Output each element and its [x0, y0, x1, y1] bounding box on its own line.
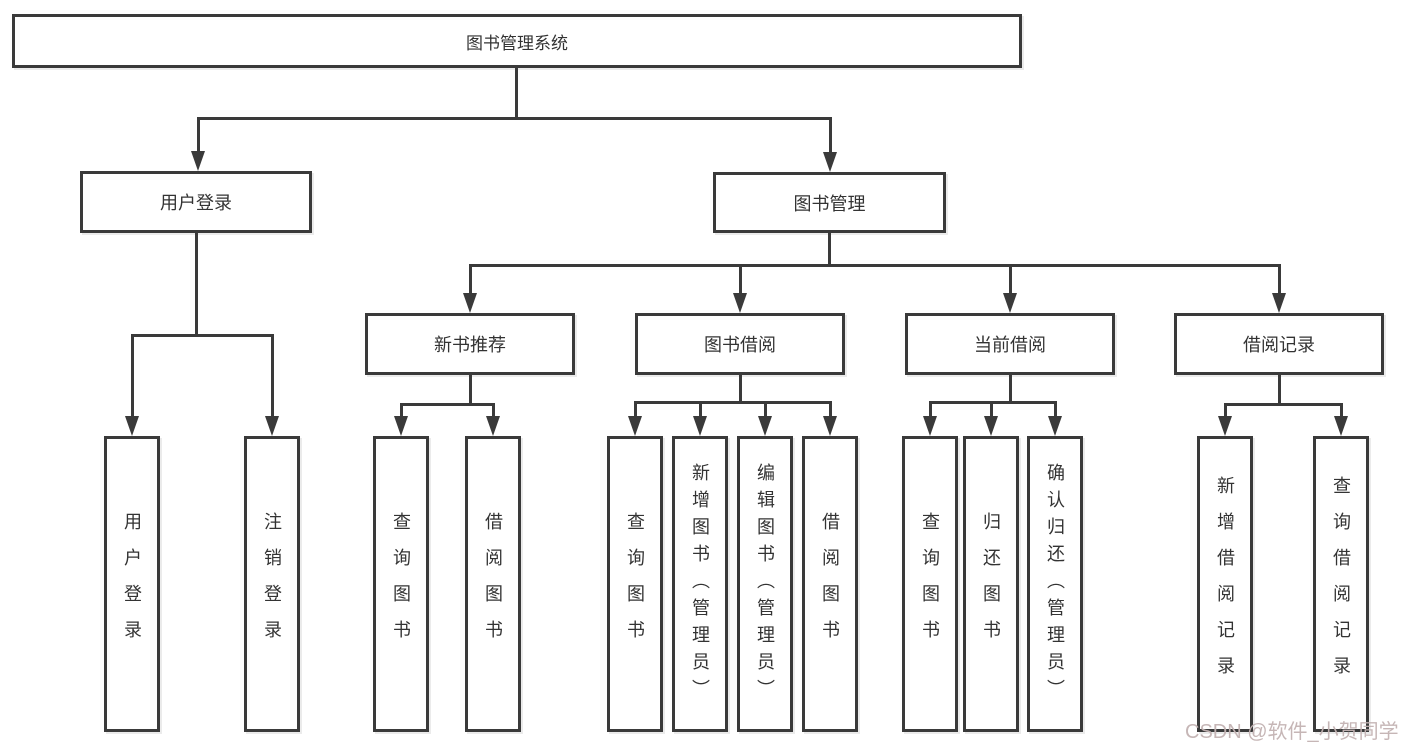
arrowhead-down [1272, 293, 1286, 313]
connector-vline [828, 231, 831, 267]
connector-hline [400, 403, 494, 406]
arrowhead-down [628, 416, 642, 436]
connector-vline [739, 264, 742, 295]
leaf-user-login: 用户登录 [104, 436, 160, 732]
leaf-borrowing-borrow-books: 借阅图书 [802, 436, 858, 732]
leaf-current-confirm-return-admin-label: 确认归还（管理员） [1045, 462, 1065, 706]
leaf-records-add-record: 新增借阅记录 [1197, 436, 1253, 732]
leaf-borrowing-edit-books-admin-label: 编辑图书（管理员） [755, 462, 775, 706]
leaf-records-query-record-label: 查询借阅记录 [1331, 476, 1351, 692]
node-user-login-label: 用户登录 [160, 193, 232, 213]
connector-vline [1340, 403, 1343, 418]
connector-vline [829, 401, 832, 418]
watermark: CSDN @软件_小贺同学 [1185, 721, 1399, 743]
connector-vline [1054, 401, 1057, 418]
leaf-borrowing-query-books: 查询图书 [607, 436, 663, 732]
leaf-current-query-books: 查询图书 [902, 436, 958, 732]
arrowhead-down [693, 416, 707, 436]
leaf-recommend-borrow-books-label: 借阅图书 [483, 512, 503, 656]
connector-vline [1009, 264, 1012, 295]
arrowhead-down [823, 152, 837, 172]
connector-vline [271, 334, 274, 418]
arrowhead-down [394, 416, 408, 436]
node-book-management-label: 图书管理 [793, 193, 866, 214]
node-new-book-recommendation-label: 新书推荐 [434, 335, 506, 355]
arrowhead-down [463, 293, 477, 313]
connector-vline [492, 403, 495, 418]
connector-hline [469, 264, 1281, 267]
leaf-records-add-record-label: 新增借阅记录 [1215, 476, 1235, 692]
connector-vline [634, 401, 637, 418]
leaf-borrowing-borrow-books-label: 借阅图书 [820, 512, 840, 656]
node-root: 图书管理系统 [12, 14, 1022, 68]
connector-vline [739, 373, 742, 403]
leaf-current-return-books: 归还图书 [963, 436, 1019, 732]
connector-hline [197, 117, 832, 120]
node-current-borrowing-label: 当前借阅 [974, 335, 1046, 355]
connector-vline [515, 66, 518, 118]
leaf-recommend-query-books-label: 查询图书 [391, 512, 411, 656]
arrowhead-down [486, 416, 500, 436]
node-current-borrowing: 当前借阅 [905, 313, 1115, 375]
connector-vline [829, 117, 832, 154]
node-book-borrowing-label: 图书借阅 [704, 335, 776, 355]
node-borrowing-records-label: 借阅记录 [1243, 335, 1315, 355]
connector-vline [1224, 403, 1227, 418]
connector-vline [1278, 264, 1281, 295]
arrowhead-down [1334, 416, 1348, 436]
connector-hline [1224, 403, 1342, 406]
node-new-book-recommendation: 新书推荐 [365, 313, 575, 375]
leaf-recommend-query-books: 查询图书 [373, 436, 429, 732]
leaf-records-query-record: 查询借阅记录 [1313, 436, 1369, 732]
leaf-current-confirm-return-admin: 确认归还（管理员） [1027, 436, 1083, 732]
connector-vline [699, 401, 702, 418]
connector-hline [634, 401, 831, 404]
leaf-logout-label: 注销登录 [262, 512, 282, 656]
leaf-current-query-books-label: 查询图书 [920, 512, 940, 656]
arrowhead-down [1048, 416, 1062, 436]
node-root-label: 图书管理系统 [466, 33, 568, 53]
arrowhead-down [823, 416, 837, 436]
leaf-recommend-borrow-books: 借阅图书 [465, 436, 521, 732]
connector-vline [400, 403, 403, 418]
arrowhead-down [984, 416, 998, 436]
arrowhead-down [1218, 416, 1232, 436]
connector-vline [469, 373, 472, 405]
connector-vline [195, 231, 198, 336]
node-user-login: 用户登录 [80, 171, 312, 233]
connector-vline [1009, 373, 1012, 403]
connector-vline [469, 264, 472, 295]
node-book-borrowing: 图书借阅 [635, 313, 845, 375]
connector-vline [131, 334, 134, 418]
arrowhead-down [923, 416, 937, 436]
leaf-borrowing-add-books-admin-label: 新增图书（管理员） [690, 462, 710, 706]
connector-vline [764, 401, 767, 418]
arrowhead-down [1003, 293, 1017, 313]
arrowhead-down [125, 416, 139, 436]
leaf-user-login-label: 用户登录 [122, 512, 142, 656]
arrowhead-down [758, 416, 772, 436]
node-borrowing-records: 借阅记录 [1174, 313, 1384, 375]
node-book-management: 图书管理 [713, 172, 946, 233]
leaf-logout: 注销登录 [244, 436, 300, 732]
connector-hline [131, 334, 273, 337]
connector-vline [1278, 373, 1281, 405]
arrowhead-down [733, 293, 747, 313]
arrowhead-down [265, 416, 279, 436]
leaf-borrowing-edit-books-admin: 编辑图书（管理员） [737, 436, 793, 732]
leaf-current-return-books-label: 归还图书 [981, 512, 1001, 656]
arrowhead-down [191, 151, 205, 171]
connector-vline [990, 401, 993, 418]
connector-vline [929, 401, 932, 418]
leaf-borrowing-add-books-admin: 新增图书（管理员） [672, 436, 728, 732]
connector-vline [197, 117, 200, 153]
leaf-borrowing-query-books-label: 查询图书 [625, 512, 645, 656]
